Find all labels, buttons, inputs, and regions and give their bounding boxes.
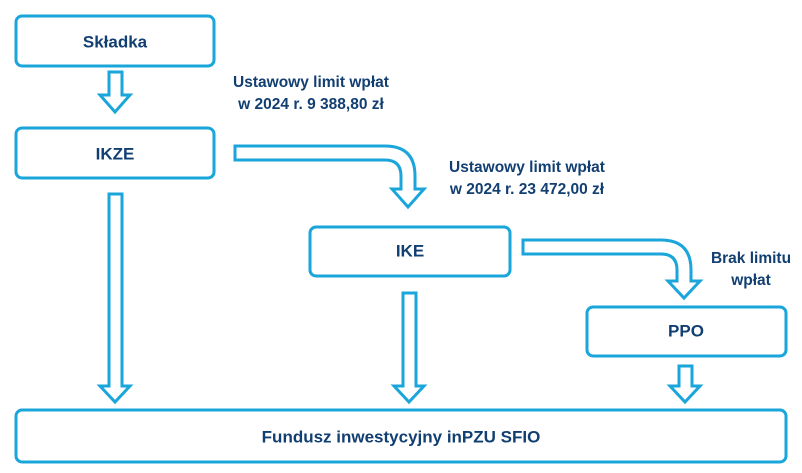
arrow-ike-to-ppo (521, 238, 704, 301)
node-fund-label: Fundusz inwestycyjny inPZU SFIO (262, 428, 541, 447)
note-ikze-limit-line-2: w 2024 r. 9 388,80 zł (237, 96, 384, 113)
node-skladka-box (14, 14, 216, 68)
node-ikze-label: IKZE (96, 145, 135, 164)
node-ppo-box (585, 305, 788, 358)
node-fund: Fundusz inwestycyjny inPZU SFIO (14, 408, 788, 464)
arrow-ikze-to-fund (96, 192, 134, 405)
note-ike-limit-line-2: w 2024 r. 23 472,00 zł (449, 181, 605, 198)
node-ike-label: IKE (396, 242, 424, 261)
arrow-ppo-to-fund (666, 364, 704, 405)
arrow-ike-to-fund (390, 291, 428, 405)
arrow-skladka-to-ikze (96, 70, 134, 115)
note-ppo-limit-line-1: Brak limitu (711, 250, 791, 267)
node-ppo-label: PPO (668, 322, 704, 341)
node-skladka-label: Składka (83, 33, 148, 52)
node-ikze: IKZE (14, 126, 216, 180)
node-ike-box (308, 225, 512, 278)
node-ikze-box (14, 126, 216, 180)
note-ppo-limit: Brak limitu wpłat (711, 250, 791, 289)
note-ike-limit-line-1: Ustawowy limit wpłat (449, 159, 605, 176)
arrow-ikze-to-ike (233, 144, 428, 210)
node-ike: IKE (308, 225, 512, 278)
note-ppo-limit-line-2: wpłat (730, 272, 771, 289)
node-skladka: Składka (14, 14, 216, 68)
note-ikze-limit-line-1: Ustawowy limit wpłat (233, 74, 389, 91)
note-ikze-limit: Ustawowy limit wpłat w 2024 r. 9 388,80 … (233, 74, 389, 113)
note-ike-limit: Ustawowy limit wpłat w 2024 r. 23 472,00… (449, 159, 605, 198)
node-ppo: PPO (585, 305, 788, 358)
node-fund-box (14, 408, 788, 464)
